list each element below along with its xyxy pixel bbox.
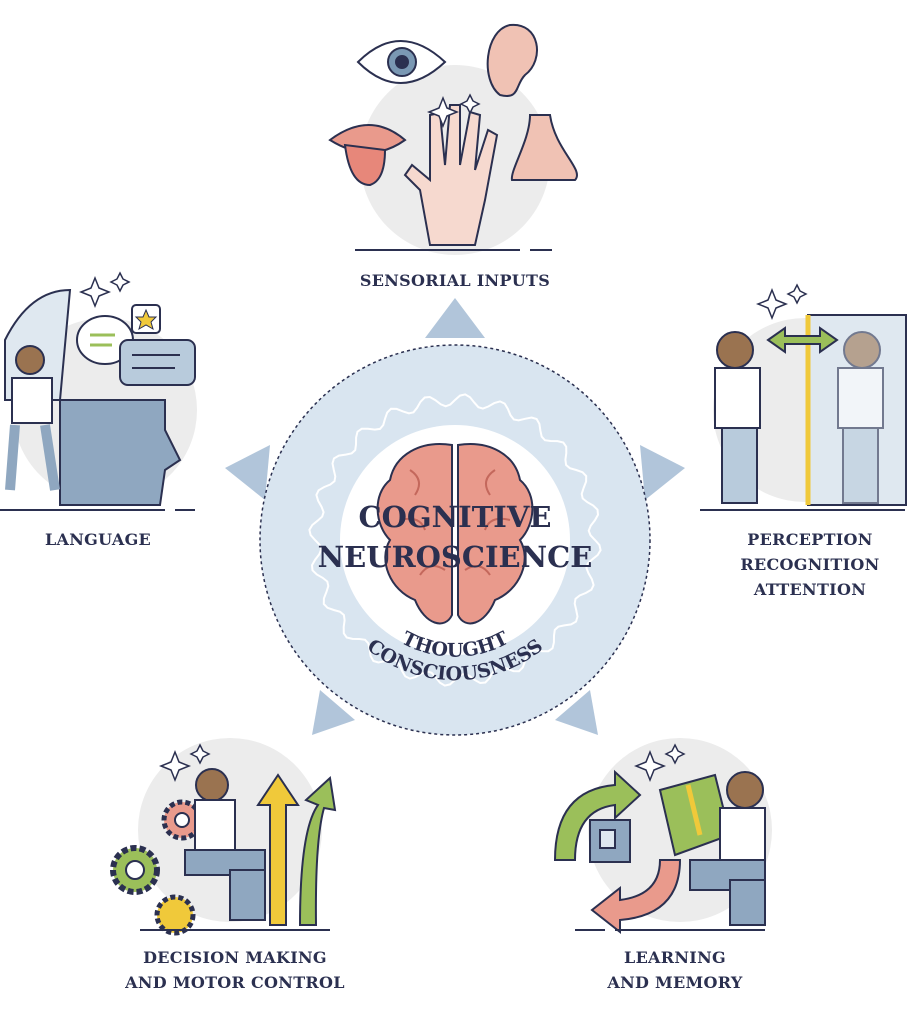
arrows xyxy=(225,298,685,735)
gear-icon-3 xyxy=(154,894,196,936)
label-line: SENSORIAL INPUTS xyxy=(359,271,551,290)
sensorial-illustration xyxy=(328,23,578,251)
nose-icon xyxy=(510,114,578,181)
label-line: AND MOTOR CONTROL xyxy=(125,973,345,992)
label-line: LANGUAGE xyxy=(44,530,152,549)
label-line: RECOGNITION xyxy=(740,555,880,574)
puzzle-block-icon xyxy=(589,819,631,863)
center-title-line2: NEUROSCIENCE xyxy=(317,540,593,574)
label-language: LANGUAGE xyxy=(0,527,196,552)
language-illustration xyxy=(0,288,196,511)
star-icon xyxy=(134,308,158,331)
label-perception: PERCEPTION RECOGNITION ATTENTION xyxy=(710,527,910,602)
label-line: ATTENTION xyxy=(753,580,867,599)
label-learning: LEARNING AND MEMORY xyxy=(555,945,795,995)
center-title-line1: COGNITIVE xyxy=(358,500,552,534)
label-sensorial-inputs: SENSORIAL INPUTS xyxy=(305,268,605,293)
cycle-arrow-green-icon xyxy=(553,769,642,861)
label-line: LEARNING xyxy=(624,948,726,967)
tongue-icon xyxy=(343,143,387,187)
arrow-up-icon xyxy=(425,298,485,338)
label-line: AND MEMORY xyxy=(607,973,743,992)
double-arrow-icon xyxy=(766,326,839,354)
chat-bubble-icon xyxy=(119,339,196,386)
arrow-up-yellow-icon xyxy=(256,773,300,926)
arrow-left-icon xyxy=(225,445,270,500)
brain-icon xyxy=(376,443,534,625)
ear-icon xyxy=(486,23,538,97)
label-line: DECISION MAKING xyxy=(143,948,327,967)
arrow-right-icon xyxy=(640,445,685,500)
center-wave-line xyxy=(308,393,602,687)
head-silhouette-icon xyxy=(59,399,182,506)
arrow-bottom-right-icon xyxy=(555,690,598,735)
decision-illustration xyxy=(110,768,337,936)
arrow-bottom-left-icon xyxy=(312,690,355,735)
cycle-arrow-pink-icon xyxy=(590,859,682,935)
center-ring-dashed-outline xyxy=(259,344,651,736)
arrow-up-green-icon xyxy=(298,776,337,926)
hand-icon xyxy=(403,104,499,246)
label-decision: DECISION MAKING AND MOTOR CONTROL xyxy=(95,945,375,995)
label-line: PERCEPTION xyxy=(747,530,873,549)
learning-illustration xyxy=(553,769,766,935)
sparkle-icons xyxy=(78,93,808,783)
perception-illustration xyxy=(700,314,907,511)
